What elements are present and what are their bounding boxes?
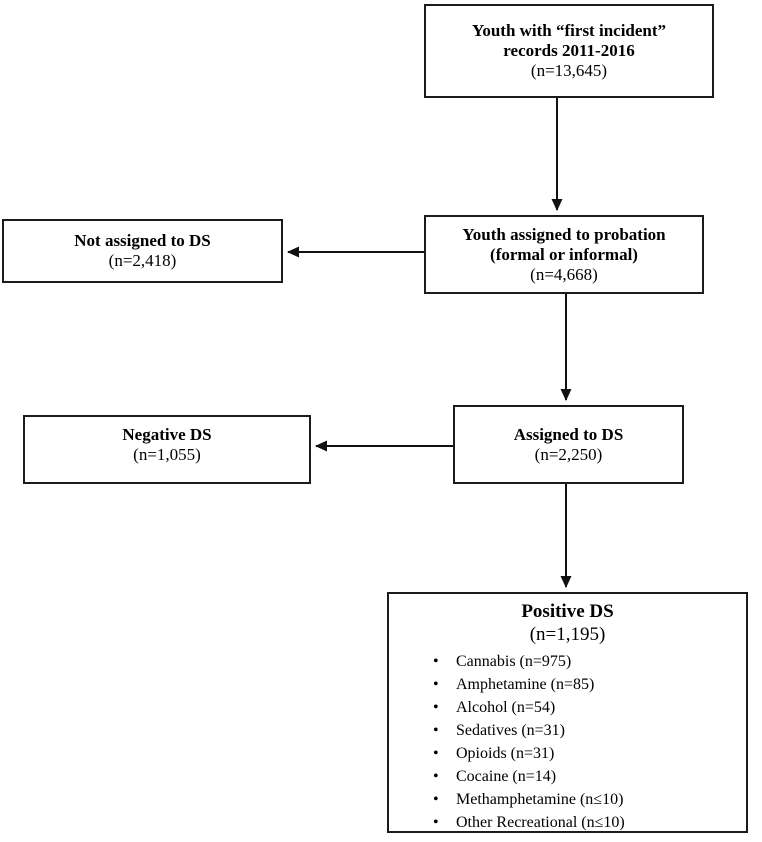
positive-ds-substance-list: Cannabis (n=975) Amphetamine (n=85) Alco… bbox=[389, 650, 746, 834]
node-assigned-ds: Assigned to DS (n=2,250) bbox=[453, 405, 684, 484]
node-count: (n=2,418) bbox=[108, 251, 177, 270]
node-title-line: (formal or informal) bbox=[490, 244, 638, 264]
node-assigned-probation: Youth assigned to probation (formal or i… bbox=[424, 215, 704, 294]
node-count: (n=1,055) bbox=[133, 445, 201, 464]
node-title-line: Youth assigned to probation bbox=[462, 224, 666, 244]
node-count: (n=1,195) bbox=[529, 624, 606, 645]
list-item-amphetamine: Amphetamine (n=85) bbox=[389, 673, 746, 696]
node-not-assigned-ds: Not assigned to DS (n=2,418) bbox=[2, 219, 283, 283]
list-item-methamphetamine: Methamphetamine (n≤10) bbox=[389, 788, 746, 811]
list-item-opioids: Opioids (n=31) bbox=[389, 742, 746, 765]
list-item-other-recreational: Other Recreational (n≤10) bbox=[389, 811, 746, 834]
list-item-cocaine: Cocaine (n=14) bbox=[389, 765, 746, 788]
list-item-cannabis: Cannabis (n=975) bbox=[389, 650, 746, 673]
node-title-line: Assigned to DS bbox=[513, 424, 624, 444]
node-negative-ds: Negative DS (n=1,055) bbox=[23, 415, 311, 484]
node-count: (n=4,668) bbox=[530, 264, 598, 284]
node-first-incident-records: Youth with “first incident” records 2011… bbox=[424, 4, 714, 98]
list-item-sedatives: Sedatives (n=31) bbox=[389, 719, 746, 742]
node-positive-ds: Positive DS (n=1,195) Cannabis (n=975) A… bbox=[387, 592, 748, 834]
node-title-line: Positive DS bbox=[521, 601, 614, 622]
node-count: (n=2,250) bbox=[534, 444, 603, 464]
node-title-line: records 2011-2016 bbox=[503, 41, 635, 60]
node-title-line: Youth with “first incident” bbox=[471, 21, 667, 40]
list-item-alcohol: Alcohol (n=54) bbox=[389, 696, 746, 719]
node-title-line: Not assigned to DS bbox=[74, 231, 211, 250]
node-title-line: Negative DS bbox=[122, 425, 212, 444]
node-count: (n=13,645) bbox=[530, 61, 608, 80]
